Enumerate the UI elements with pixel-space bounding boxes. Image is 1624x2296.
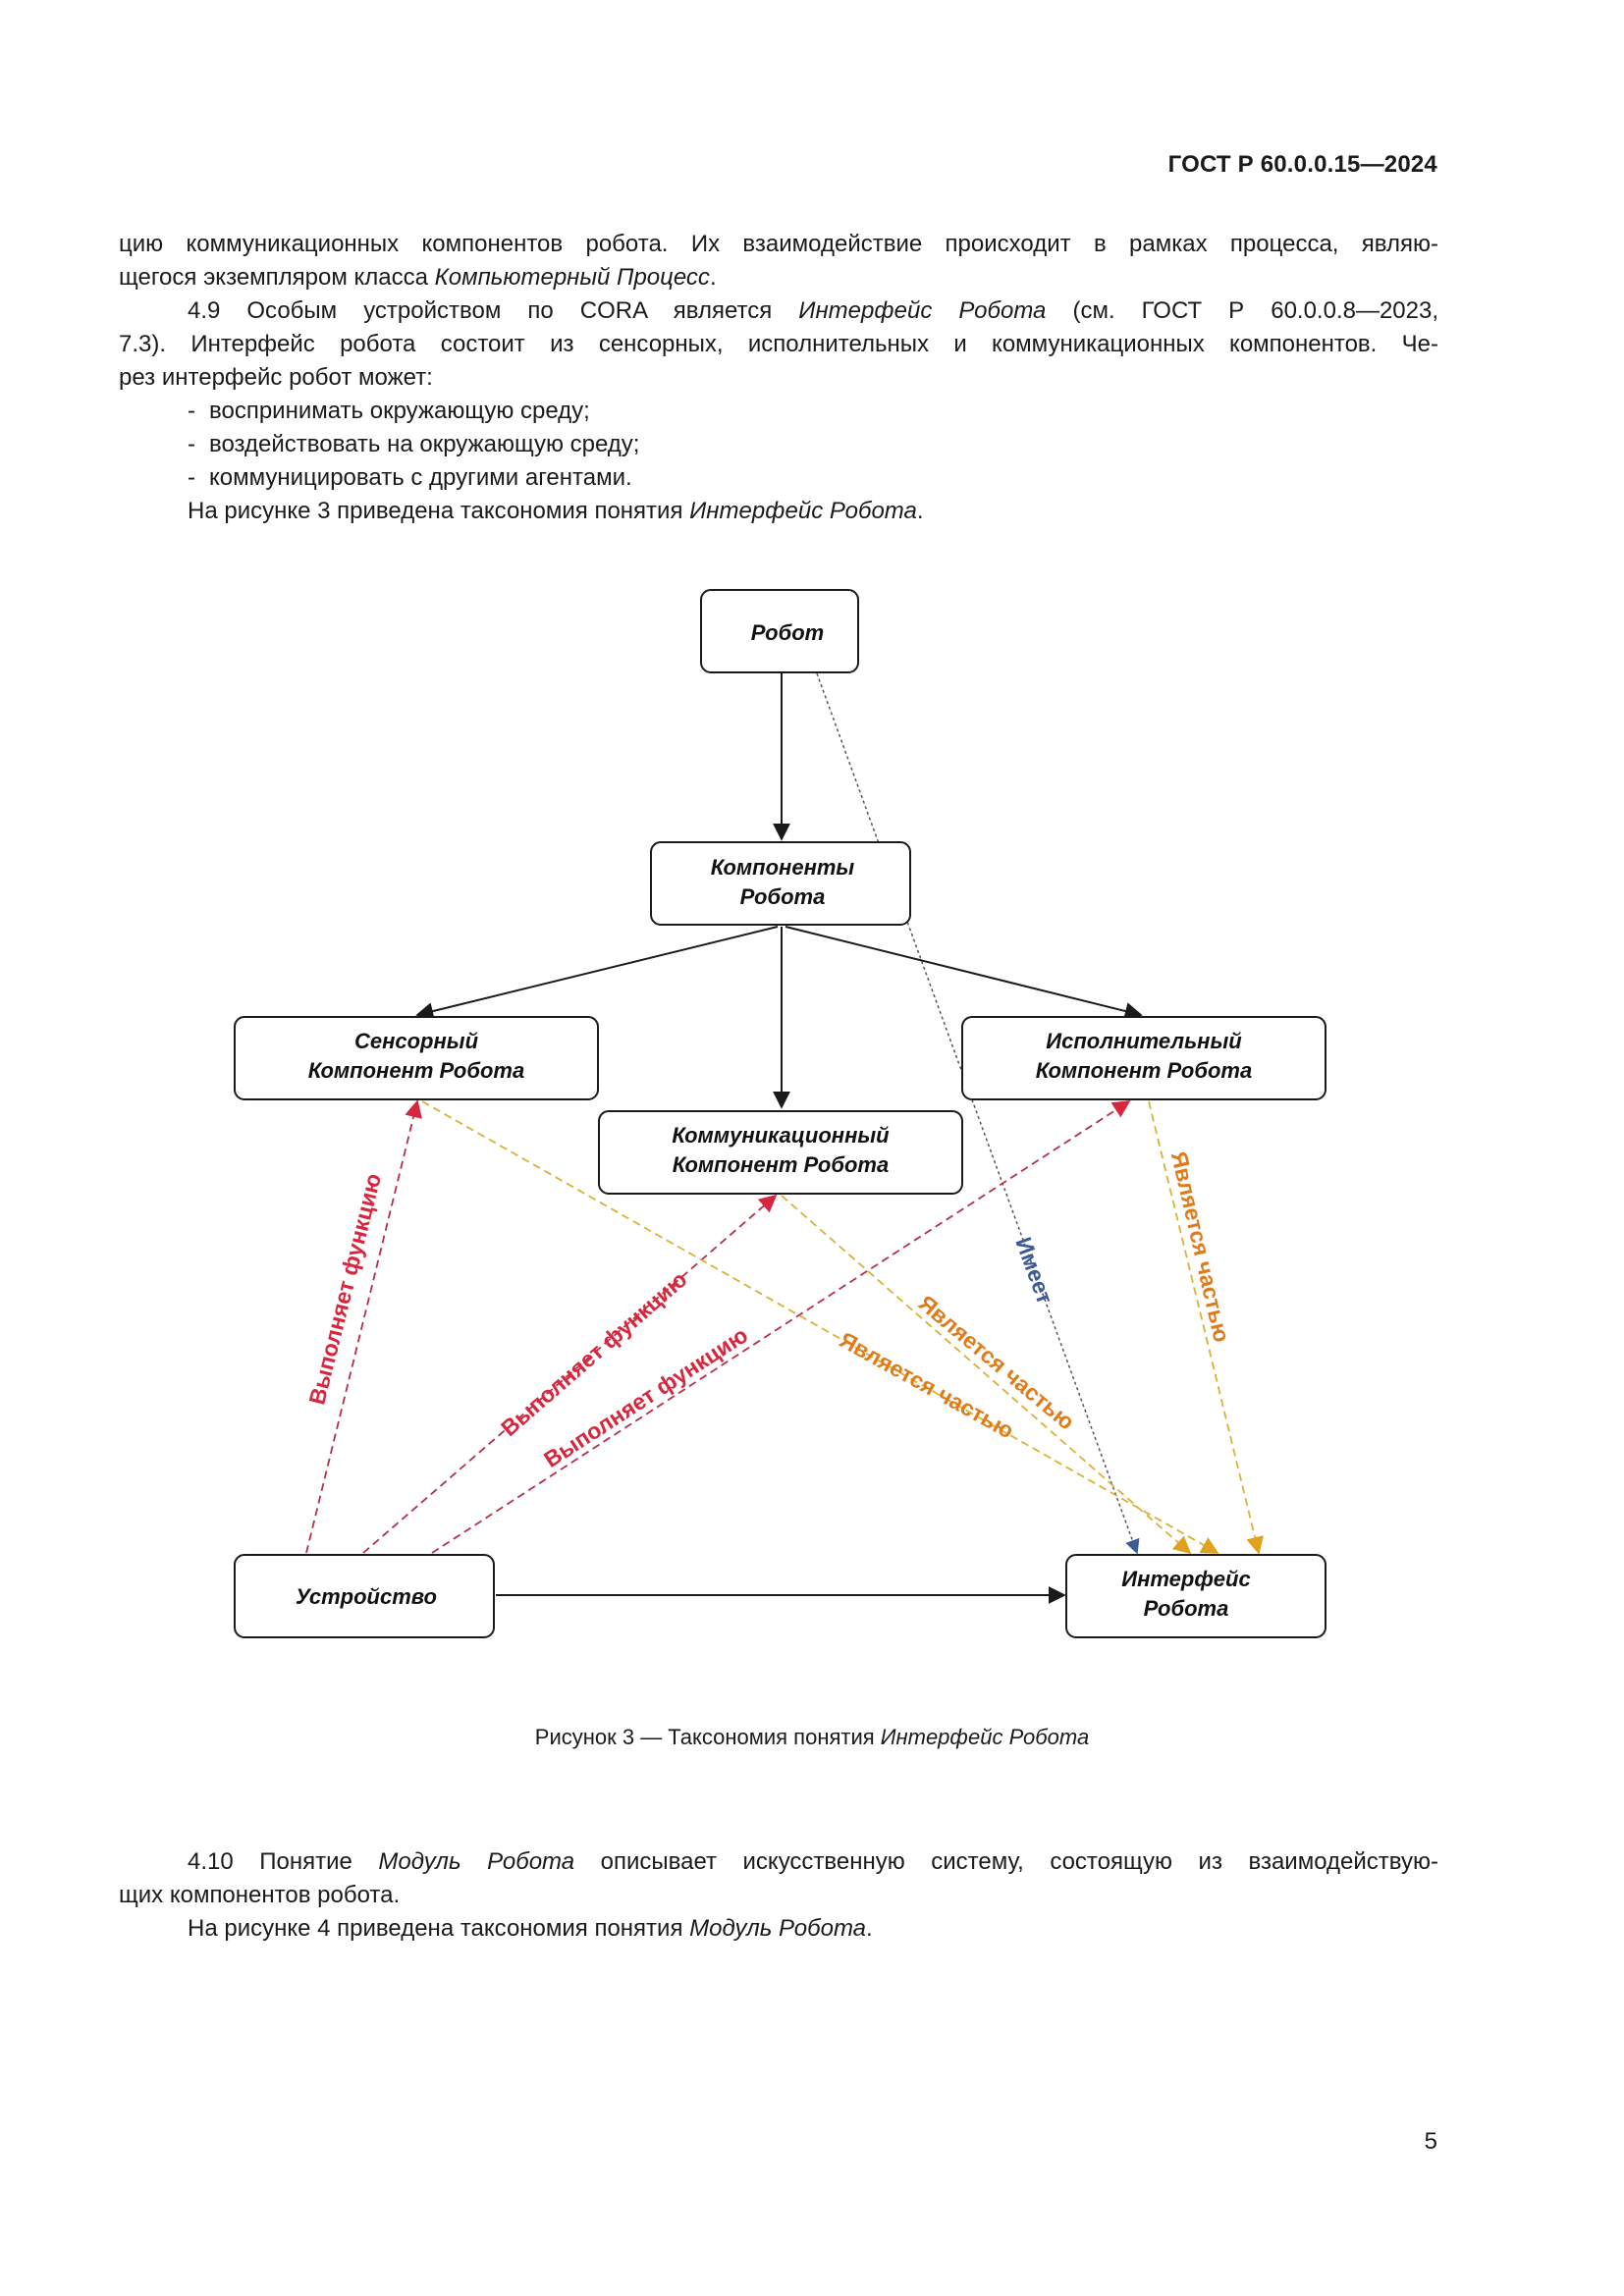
paragraph-line: 7.3). Интерфейс робота состоит из сенсор… <box>119 331 1438 357</box>
edge-device-exec <box>431 1100 1131 1554</box>
paragraph-4-9: 4.9 Особым устройством по CORA является … <box>188 297 1439 324</box>
label-performs-sensor: Выполняет функцию <box>303 1171 386 1408</box>
body-text-top: цию коммуникационных компонентов робота.… <box>119 228 1438 528</box>
node-comm-label-2: Компонент Робота <box>673 1152 889 1177</box>
edge-components-exec <box>785 926 1143 1020</box>
figure-caption: Рисунок 3 — Таксономия понятия Интерфейс… <box>534 1725 1090 1749</box>
node-comm-label-1: Коммуникационный <box>672 1123 890 1148</box>
edge-comm-interface <box>781 1195 1192 1555</box>
node-components-label-1: Компоненты <box>711 855 855 880</box>
page-number: 5 <box>1424 2128 1437 2155</box>
node-device-label: Устройство <box>296 1584 437 1609</box>
node-components: Компоненты Робота <box>650 841 911 926</box>
node-device: Устройство <box>234 1554 495 1638</box>
node-exec-label-1: Исполнительный <box>1046 1029 1242 1053</box>
node-exec-label-2: Компонент Робота <box>1036 1058 1252 1083</box>
edge-exec-interface <box>1148 1100 1264 1555</box>
edge-device-sensor <box>305 1099 422 1554</box>
list-item: -воздействовать на окружающую среду; <box>188 431 640 457</box>
paragraph-line: рез интерфейс робот может: <box>119 364 433 391</box>
node-sensor-label-2: Компонент Робота <box>308 1058 524 1083</box>
node-comm-component: Коммуникационный Компонент Робота <box>598 1110 963 1195</box>
label-has: Имеет <box>1010 1234 1057 1308</box>
node-robot-label: Робот <box>751 620 824 645</box>
node-interface-label-1: Интерфейс <box>1121 1567 1250 1591</box>
edge-device-comm <box>362 1194 778 1554</box>
paragraph-line: щегося экземпляром класса Компьютерный П… <box>119 264 717 291</box>
node-robot: Робот <box>700 589 859 673</box>
node-sensor-component: Сенсорный Компонент Робота <box>234 1016 599 1100</box>
node-interface: Интерфейс Робота <box>1065 1554 1326 1638</box>
figure-reference: На рисунке 3 приведена таксономия поняти… <box>188 498 924 524</box>
node-sensor-label-1: Сенсорный <box>354 1029 479 1053</box>
edge-components-sensor <box>415 926 779 1020</box>
body-text-bottom: 4.10 Понятие Модуль Робота описывает иск… <box>119 1845 1438 1946</box>
figure-reference: На рисунке 4 приведена таксономия поняти… <box>188 1915 873 1942</box>
paragraph-4-10: 4.10 Понятие Модуль Робота описывает иск… <box>188 1848 1438 1875</box>
node-exec-component: Исполнительный Компонент Робота <box>961 1016 1326 1100</box>
node-components-label-2: Робота <box>740 884 826 909</box>
list-item: -коммуницировать с другими агентами. <box>188 464 632 491</box>
document-header: ГОСТ Р 60.0.0.15—2024 <box>1167 151 1437 178</box>
edge-robot-interface-has <box>816 672 1140 1555</box>
list-item: -воспринимать окружающую среду; <box>188 398 590 424</box>
label-performs-exec: Выполняет функцию <box>539 1322 752 1472</box>
paragraph-line: цию коммуникационных компонентов робота.… <box>119 231 1438 257</box>
node-interface-label-2: Робота <box>1144 1596 1229 1621</box>
paragraph-line: щих компонентов робота. <box>119 1882 401 1908</box>
